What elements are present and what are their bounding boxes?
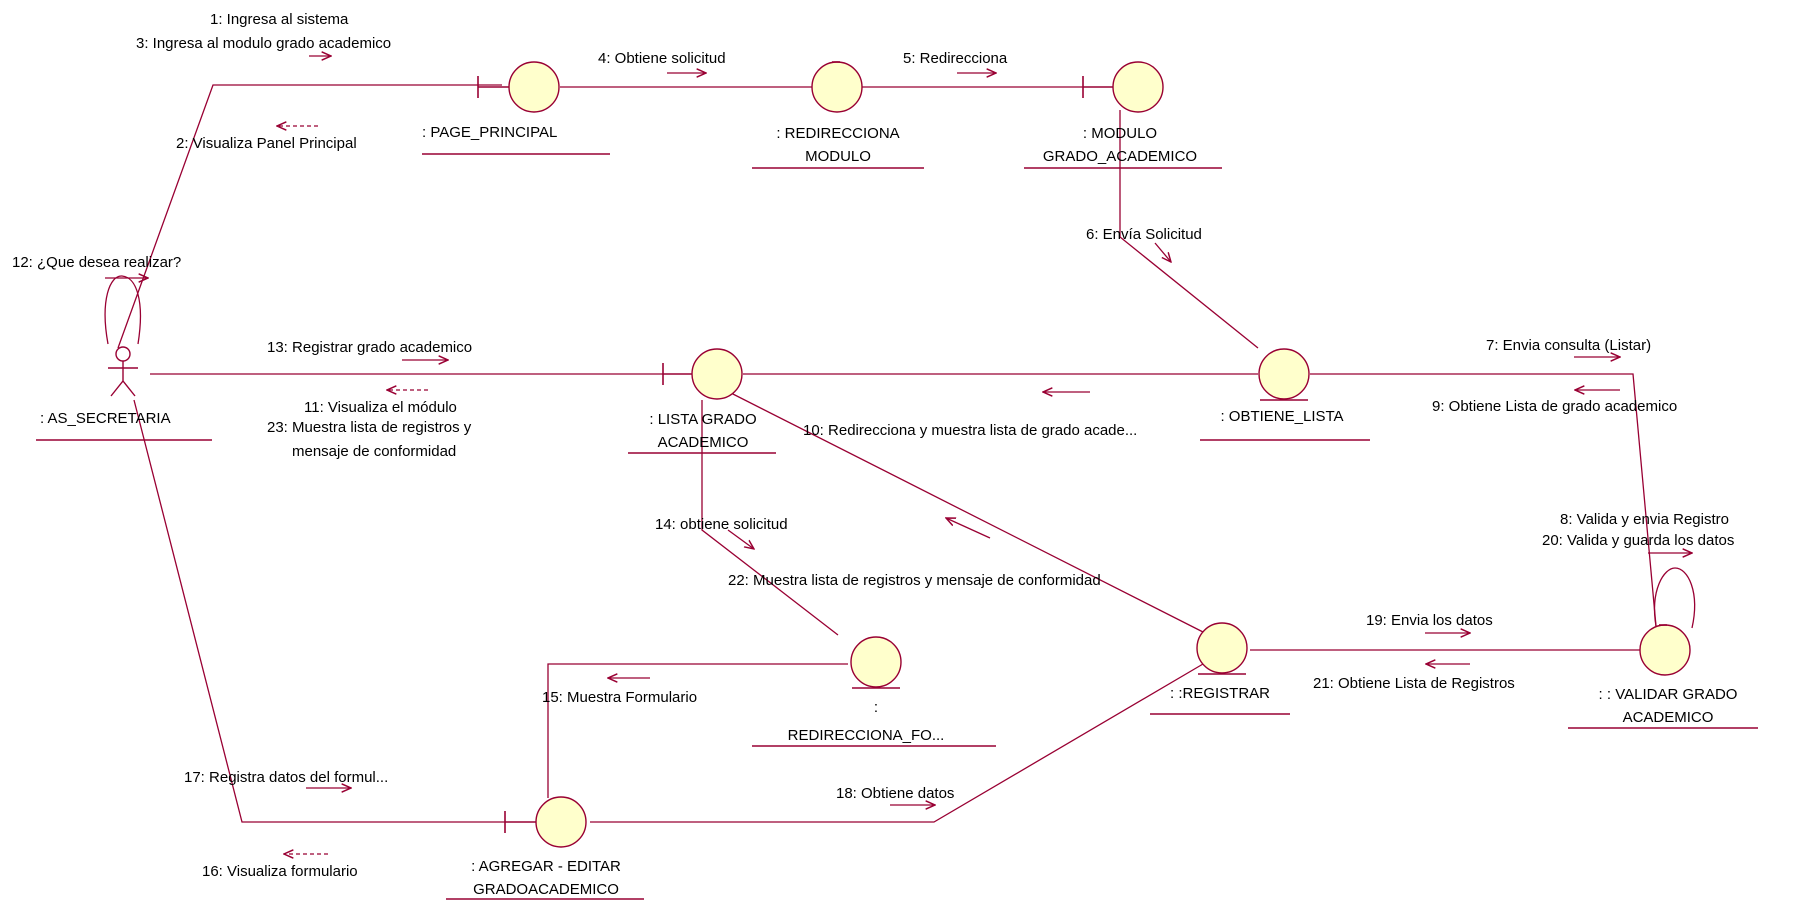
message-11: 11: Visualiza el módulo [304,399,457,416]
object-label-line2: GRADO_ACADEMICO [1043,148,1197,165]
link-redirecciona-fo-agregar[interactable] [547,663,848,798]
link-lista-grado-registrar[interactable] [724,389,1204,633]
object-label-line2: REDIRECCIONA_FO... [788,727,945,744]
object-label-line2: ACADEMICO [658,434,749,451]
object-redirecciona-fo[interactable]: : REDIRECCIONA_FO... [752,636,996,747]
boundary-icon [662,348,743,400]
message-19: 19: Envia los datos [1366,612,1493,629]
message-5: 5: Redirecciona [903,50,1008,67]
link-modulo-obtiene-lista[interactable] [1119,110,1259,349]
object-label: : :REGISTRAR [1170,685,1270,702]
message-7: 7: Envia consulta (Listar) [1486,337,1651,354]
arrow-msg-6 [1154,242,1171,262]
actor-icon [108,346,138,397]
message-arrows [105,56,1692,854]
message-23-line1: 23: Muestra lista de registros y [267,419,472,436]
message-22: 22: Muestra lista de registros y mensaje… [728,572,1101,589]
entity-icon [1258,348,1310,401]
object-modulo-grado-academico[interactable]: : MODULO GRADO_ACADEMICO [1024,61,1222,169]
entity-icon [850,636,902,689]
arrow-msg-14 [727,529,754,549]
object-as-secretaria[interactable]: : AS_SECRETARIA [36,346,212,441]
message-13: 13: Registrar grado academico [267,339,472,356]
arrow-msg-22 [946,518,991,539]
object-label-line1: : [874,699,878,716]
control-icon [1639,624,1691,676]
message-3: 3: Ingresa al modulo grado academico [136,35,391,52]
message-16: 16: Visualiza formulario [202,863,358,880]
message-23-line2: mensaje de conformidad [292,443,456,460]
message-8: 8: Valida y envia Registro [1560,511,1729,528]
object-obtiene-lista[interactable]: : OBTIENE_LISTA [1200,348,1370,441]
message-21: 21: Obtiene Lista de Registros [1313,675,1515,692]
link-obtiene-lista-validar[interactable] [1310,373,1659,649]
object-label: : OBTIENE_LISTA [1220,408,1343,425]
object-label-line1: : LISTA GRADO [649,411,756,428]
object-label-line2: MODULO [805,148,871,165]
message-17: 17: Registra datos del formul... [184,769,388,786]
object-label: : AS_SECRETARIA [40,410,171,427]
link-actor-page-principal[interactable] [117,84,502,349]
object-label: : PAGE_PRINCIPAL [422,124,557,141]
link-actor-agregar[interactable] [133,399,505,823]
boundary-icon [504,796,587,848]
message-20: 20: Valida y guarda los datos [1542,532,1734,549]
message-10: 10: Redirecciona y muestra lista de grad… [803,422,1137,439]
message-15: 15: Muestra Formulario [542,689,697,706]
message-18: 18: Obtiene datos [836,785,954,802]
message-9: 9: Obtiene Lista de grado academico [1432,398,1677,415]
object-lista-grado-academico[interactable]: : LISTA GRADO ACADEMICO [628,348,776,454]
object-page-principal[interactable]: : PAGE_PRINCIPAL [422,61,610,155]
object-label-line1: : : VALIDAR GRADO [1599,686,1738,703]
links [104,84,1696,823]
self-link-actor[interactable] [104,275,142,345]
entity-icon [1196,622,1248,675]
object-label-line1: : MODULO [1083,125,1157,142]
object-registrar[interactable]: : :REGISTRAR [1150,622,1290,715]
boundary-icon [1082,61,1164,113]
link-agregar-registrar[interactable] [590,663,1204,823]
object-label-line1: : AGREGAR - EDITAR [471,858,621,875]
object-agregar-editar[interactable]: : AGREGAR - EDITAR GRADOACADEMICO [446,796,644,900]
message-2: 2: Visualiza Panel Principal [176,135,357,152]
message-6: 6: Envía Solicitud [1086,226,1202,243]
object-redirecciona-modulo[interactable]: : REDIRECCIONA MODULO [752,61,924,169]
object-label-line2: GRADOACADEMICO [473,881,619,898]
object-label-line2: ACADEMICO [1623,709,1714,726]
message-14: 14: obtiene solicitud [655,516,788,533]
message-4: 4: Obtiene solicitud [598,50,726,67]
control-icon [811,61,863,113]
message-1: 1: Ingresa al sistema [210,11,349,28]
self-link-validar[interactable] [1654,567,1696,629]
object-label-line1: : REDIRECCIONA [776,125,899,142]
link-lista-grado-redirecciona-fo[interactable] [701,400,839,636]
message-labels: 1: Ingresa al sistema 3: Ingresa al modu… [12,11,1734,880]
boundary-icon [477,61,560,113]
message-12: 12: ¿Que desea realizar? [12,254,181,271]
object-validar-grado-academico[interactable]: : : VALIDAR GRADO ACADEMICO [1568,624,1758,729]
